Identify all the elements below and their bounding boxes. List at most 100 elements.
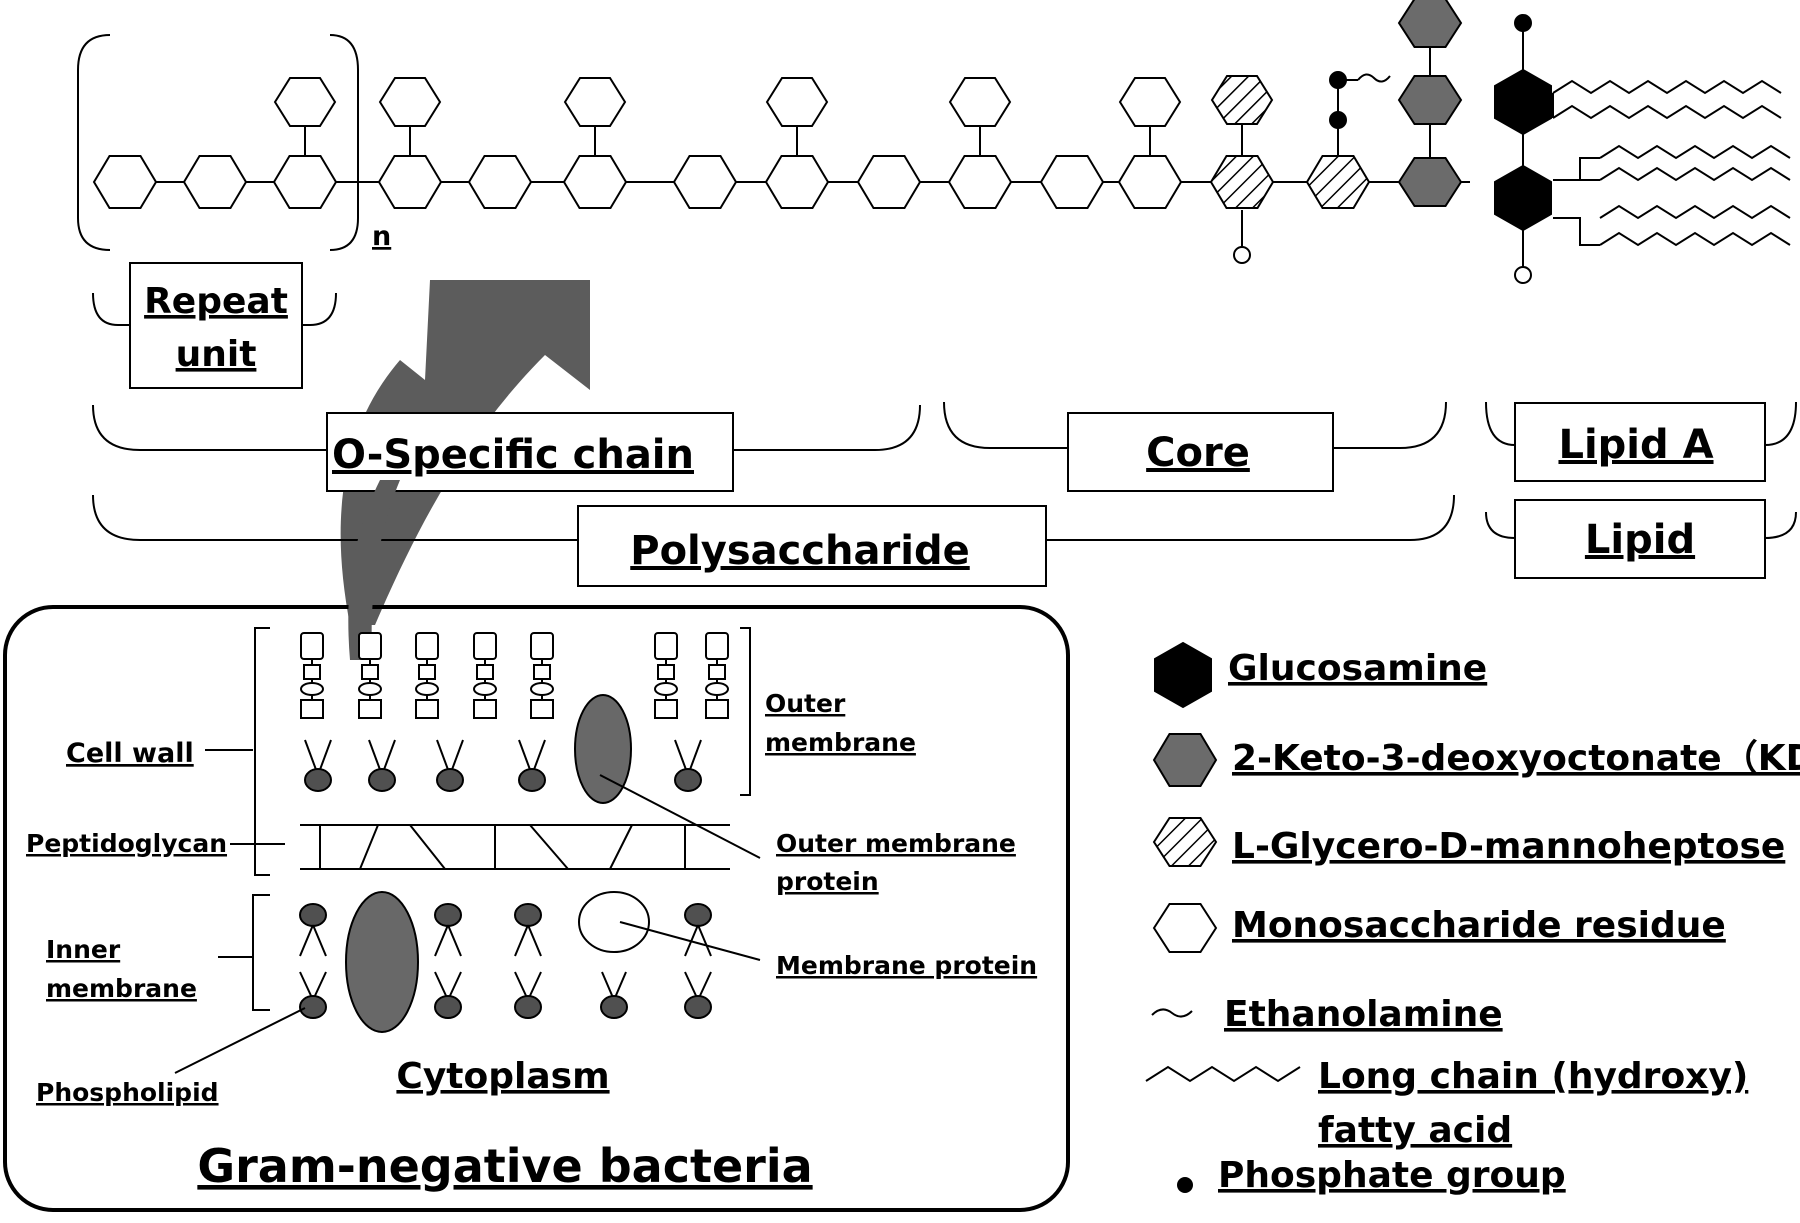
cell-wall-brace bbox=[254, 627, 270, 876]
phospholipid-head bbox=[434, 903, 462, 927]
chain-residues bbox=[92, 0, 1552, 232]
monosaccharide-residue bbox=[467, 155, 533, 209]
peptidoglycan-label: Peptidoglycan bbox=[26, 829, 227, 858]
monosaccharide-residue bbox=[947, 155, 1013, 209]
lipid-label: Lipid bbox=[1585, 517, 1695, 563]
core-box bbox=[1067, 412, 1334, 492]
repeat-count-n: n bbox=[372, 221, 391, 252]
lps-icon bbox=[358, 632, 382, 660]
phosphate-dot bbox=[1514, 14, 1532, 32]
lipid-a-label: Lipid A bbox=[1558, 422, 1713, 468]
legend-heptose-icon bbox=[1152, 817, 1218, 867]
monosaccharide-residue bbox=[856, 155, 922, 209]
membrane-protein bbox=[578, 891, 650, 953]
monosaccharide-residue bbox=[182, 155, 248, 209]
legend-fatty-acid-label: Long chain (hydroxy) bbox=[1318, 1056, 1748, 1097]
monosaccharide-residue bbox=[765, 77, 829, 127]
legend-phosphate-label: Phosphate group bbox=[1218, 1155, 1566, 1196]
outer-membrane-protein-label: Outer membrane bbox=[776, 829, 1016, 858]
glucosamine-residue bbox=[1494, 68, 1552, 136]
outer-membrane-brace bbox=[740, 627, 751, 796]
cell-panel bbox=[3, 605, 1070, 1212]
phospholipid-head bbox=[518, 768, 546, 792]
cell-wall-label: Cell wall bbox=[66, 738, 194, 769]
monosaccharide-residue bbox=[764, 155, 830, 209]
cell-title: Gram-negative bacteria bbox=[197, 1139, 812, 1193]
fatty-acid-chain bbox=[1599, 231, 1791, 247]
phospholipid-head bbox=[514, 995, 542, 1019]
polysaccharide-box bbox=[577, 505, 1047, 587]
legend-glucosamine-label: Glucosamine bbox=[1228, 648, 1487, 689]
legend-glucosamine-icon bbox=[1154, 641, 1212, 709]
outer-membrane-label: membrane bbox=[765, 728, 916, 757]
kdo-residue bbox=[1397, 0, 1463, 48]
lps-chain bbox=[77, 34, 1470, 251]
legend-ethanolamine-label: Ethanolamine bbox=[1224, 994, 1503, 1035]
chain-substituents bbox=[1233, 14, 1532, 284]
monosaccharide-residue bbox=[272, 155, 338, 209]
repeat-unit-box bbox=[129, 262, 303, 389]
phospholipid-head bbox=[299, 903, 327, 927]
peptidoglycan-layer bbox=[300, 824, 730, 870]
monosaccharide-residue bbox=[563, 77, 627, 127]
cytoplasm-label: Cytoplasm bbox=[396, 1056, 609, 1097]
repeat-unit-bracket bbox=[77, 34, 111, 251]
lps-icon bbox=[530, 632, 554, 660]
phospholipid-head bbox=[600, 995, 628, 1019]
pointer-arrow-stem bbox=[348, 480, 400, 660]
inner-membrane-label: membrane bbox=[46, 974, 197, 1003]
monosaccharide-residue bbox=[948, 77, 1012, 127]
kdo-residue bbox=[1397, 157, 1463, 207]
legend-fatty-acid-label: fatty acid bbox=[1318, 1110, 1512, 1151]
legend-kdo-icon bbox=[1152, 733, 1218, 787]
phospholipid-head bbox=[299, 995, 327, 1019]
phospholipid-head bbox=[434, 995, 462, 1019]
outer-membrane-protein bbox=[574, 694, 632, 804]
inner-membrane-protein bbox=[345, 891, 419, 1033]
fatty-acid-chain bbox=[1599, 144, 1791, 160]
fatty-acid-link bbox=[1553, 217, 1600, 246]
repeat-unit-label: unit bbox=[176, 334, 257, 375]
legend-heptose-label: L-Glycero-D-mannoheptose bbox=[1232, 826, 1785, 867]
legend-fatty-acid-icon bbox=[1145, 1065, 1301, 1083]
membrane-protein-label: Membrane protein bbox=[776, 951, 1037, 980]
monosaccharide-residue bbox=[672, 155, 738, 209]
core-brace bbox=[943, 401, 1447, 449]
kdo-residue bbox=[1397, 75, 1463, 125]
monosaccharide-residue bbox=[1118, 77, 1182, 127]
o-specific-chain-brace bbox=[92, 404, 921, 451]
phospholipid-head bbox=[304, 768, 332, 792]
glucosamine-residue bbox=[1494, 164, 1552, 232]
fatty-acid-chain bbox=[1552, 104, 1782, 120]
lipid-brace bbox=[1485, 511, 1797, 539]
polysaccharide-label: Polysaccharide bbox=[630, 528, 969, 574]
fatty-acid-chain bbox=[1552, 79, 1782, 95]
fatty-acid-chain bbox=[1599, 166, 1791, 182]
phosphate-open-circle bbox=[1514, 266, 1532, 284]
heptose-residue bbox=[1305, 155, 1371, 209]
monosaccharide-residue bbox=[1039, 155, 1105, 209]
legend-monosaccharide-icon bbox=[1152, 903, 1218, 953]
heptose-residue bbox=[1209, 155, 1275, 209]
lipid-a-brace bbox=[1485, 401, 1797, 446]
monosaccharide-residue bbox=[1117, 155, 1183, 209]
phosphate-open-circle bbox=[1233, 246, 1251, 264]
outer-membrane-label: Outer bbox=[765, 689, 846, 718]
phospholipid-head bbox=[684, 995, 712, 1019]
repeat-unit-label: Repeat bbox=[144, 281, 288, 322]
fatty-acid-chain bbox=[1599, 204, 1791, 220]
ethanolamine-tilde bbox=[1357, 73, 1391, 83]
monosaccharide-residue bbox=[378, 77, 442, 127]
cell-envelope bbox=[252, 627, 751, 1033]
monosaccharide-residue bbox=[377, 155, 443, 209]
o-specific-chain-box bbox=[326, 412, 734, 492]
phospholipid-head bbox=[674, 768, 702, 792]
phospholipid-label: Phospholipid bbox=[36, 1078, 219, 1107]
phospholipid-head bbox=[436, 768, 464, 792]
phospholipid-head bbox=[514, 903, 542, 927]
legend-phosphate-icon bbox=[1177, 1177, 1193, 1193]
polysaccharide-brace bbox=[92, 494, 1455, 541]
legend-kdo-label: 2-Keto-3-deoxyoctonate（KDO) bbox=[1232, 738, 1800, 779]
inner-membrane-label: Inner bbox=[46, 935, 121, 964]
phospholipid-head bbox=[684, 903, 712, 927]
